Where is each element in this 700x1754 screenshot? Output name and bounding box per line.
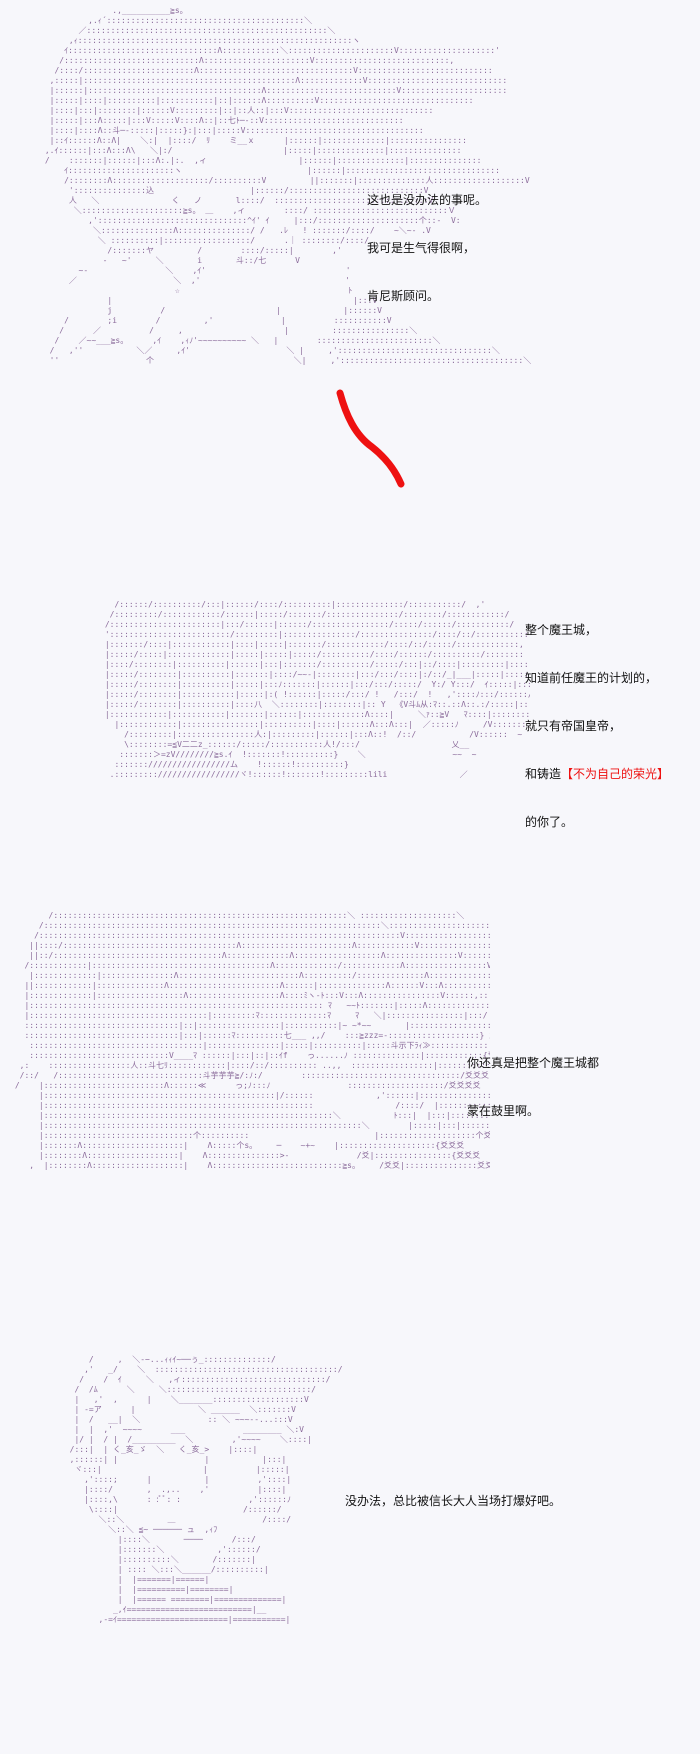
red-stroke-mark (336, 389, 405, 488)
aa-art-close-face: /::::::/::::::::::/:::|::::::/::::/:::::… (104, 600, 530, 779)
highlight-title: 【不为自己的荣光】 (561, 767, 670, 781)
dialog-2: 整个魔王城， 知道前任魔王的计划的， 就只有帝国皇帝， 和铸造【不为自己的荣光】… (525, 590, 669, 862)
panel-3: /:::::::::::::::::::::::::::::::::::::::… (0, 905, 700, 1335)
dialog-3: 你还真是把整个魔王城都 蒙在鼓里啊。 (467, 1023, 599, 1151)
panel-4: / , ＼-−...ｨｨｲ~──ぅ_::::::::::::::/ ,' _/ … (0, 1345, 700, 1754)
dialog-line: 没办法，总比被信长大人当场打爆好吧。 (345, 1494, 562, 1508)
aa-art-woman-long-hair: .,__________≧s。 ,.ｨ´::::::::::::::::::::… (44, 6, 532, 365)
dialog-text: 和铸造 (525, 767, 562, 781)
aa-art-young-man: / , ＼-−...ｨｨｲ~──ぅ_::::::::::::::/ ,' _/ … (69, 1355, 343, 1624)
dialog-line: 和铸造【不为自己的荣光】 (525, 766, 669, 782)
dialog-line: 蒙在鼓里啊。 (467, 1104, 540, 1118)
dialog-line: 这也是没办法的事呢。 (367, 193, 488, 207)
panel-2: /::::::/::::::::::/:::|::::::/::::/:::::… (0, 590, 700, 890)
dialog-4: 没办法，总比被信长大人当场打爆好吧。 (345, 1461, 561, 1541)
dialog-line: 我可是生气得很啊， (367, 241, 476, 255)
dialog-line: 肯尼斯顾问。 (367, 289, 440, 303)
dialog-line: 整个魔王城， (525, 623, 598, 637)
dialog-line: 的你了。 (525, 815, 574, 829)
panel-1: .,__________≧s。 ,.ｨ´::::::::::::::::::::… (0, 0, 700, 580)
dialog-line: 就只有帝国皇帝， (525, 719, 622, 733)
dialog-1: 这也是没办法的事呢。 我可是生气得很啊， 肯尼斯顾问。 (367, 160, 487, 336)
dialog-line: 知道前任魔王的计划的， (525, 671, 658, 685)
dialog-line: 你还真是把整个魔王城都 (467, 1056, 600, 1070)
aa-art-hair-over-eyes: /:::::::::::::::::::::::::::::::::::::::… (14, 911, 490, 1170)
